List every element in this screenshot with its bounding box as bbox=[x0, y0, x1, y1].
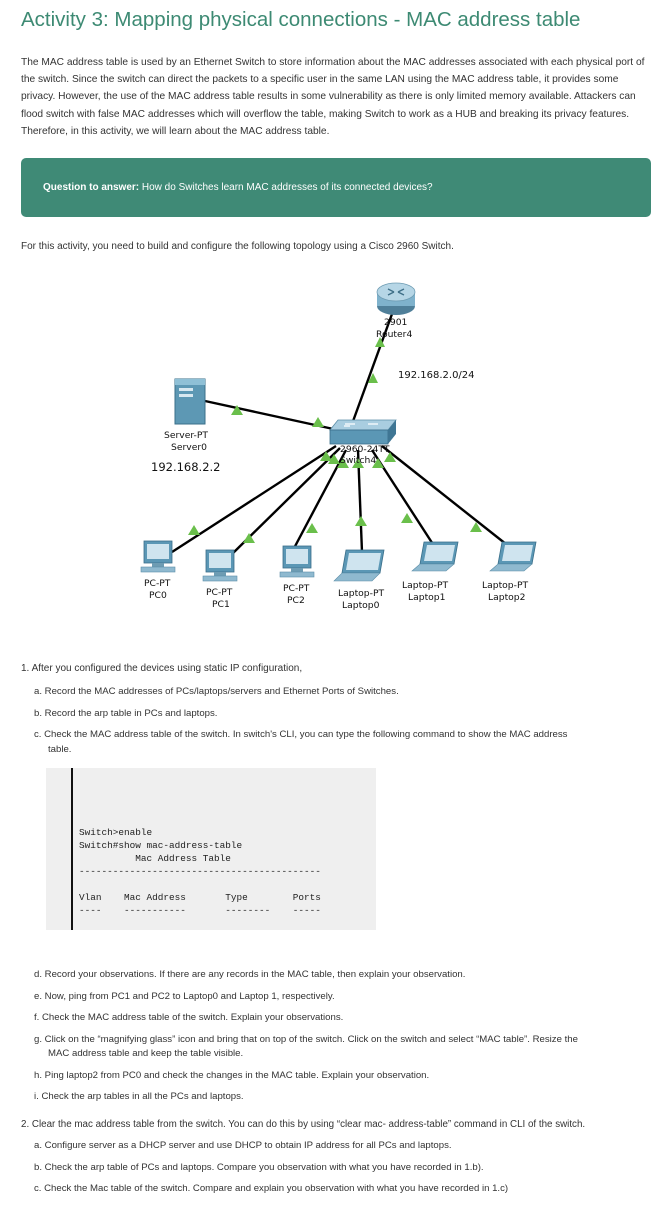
cli-code-text: Switch>enable Switch#show mac-address-ta… bbox=[79, 827, 321, 916]
link-up-icon bbox=[368, 373, 378, 383]
laptop2-name-label: Laptop2 bbox=[488, 592, 525, 603]
link-up-icon bbox=[337, 458, 349, 468]
server-type-label: Server-PT bbox=[164, 430, 208, 441]
link-up-icon bbox=[312, 417, 324, 427]
link-up-icon bbox=[352, 458, 364, 468]
switch-model-label: 2960-24TT bbox=[340, 444, 390, 455]
link-up-icon bbox=[231, 405, 243, 415]
server-icon[interactable] bbox=[174, 378, 206, 425]
laptop1-icon[interactable] bbox=[411, 541, 459, 572]
pc2-name-label: PC2 bbox=[287, 595, 305, 606]
link-up-icon bbox=[188, 525, 200, 535]
pc1-type-label: PC-PT bbox=[206, 587, 233, 598]
step1-b: b. Record the arp table in PCs and lapto… bbox=[34, 708, 218, 719]
question-body: How do Switches learn MAC addresses of i… bbox=[139, 182, 433, 193]
step1-g-line2: MAC address table and keep the table vis… bbox=[48, 1048, 244, 1059]
step2-c: c. Check the Mac table of the switch. Co… bbox=[34, 1183, 509, 1194]
cli-code-block: Switch>enable Switch#show mac-address-ta… bbox=[46, 768, 376, 930]
question-text: Question to answer: How do Switches lear… bbox=[43, 182, 433, 193]
link-up-icon bbox=[470, 522, 482, 532]
pc0-icon[interactable] bbox=[140, 540, 176, 573]
pc0-type-label: PC-PT bbox=[144, 578, 171, 589]
page-title: Activity 3: Mapping physical connections… bbox=[21, 8, 581, 31]
pc0-name-label: PC0 bbox=[149, 590, 167, 601]
link-up-icon bbox=[243, 533, 255, 543]
laptop1-type-label: Laptop-PT bbox=[402, 580, 448, 591]
laptop2-type-label: Laptop-PT bbox=[482, 580, 528, 591]
pc1-icon[interactable] bbox=[202, 549, 238, 582]
step1-f: f. Check the MAC address table of the sw… bbox=[34, 1012, 344, 1023]
pc1-name-label: PC1 bbox=[212, 599, 230, 610]
step1-a: a. Record the MAC addresses of PCs/lapto… bbox=[34, 686, 399, 697]
laptop2-icon[interactable] bbox=[489, 541, 537, 572]
step1-i: i. Check the arp tables in all the PCs a… bbox=[34, 1091, 244, 1102]
laptop1-name-label: Laptop1 bbox=[408, 592, 445, 603]
step2-heading: 2. Clear the mac address table from the … bbox=[21, 1119, 586, 1130]
step2-b: b. Check the arp table of PCs and laptop… bbox=[34, 1162, 484, 1173]
switch-icon[interactable] bbox=[329, 419, 397, 445]
network-topology-diagram: 2901 Router4 192.168.2.0/24 Server-PT Se… bbox=[140, 282, 537, 611]
question-label: Question to answer: bbox=[43, 182, 140, 193]
router-icon[interactable] bbox=[376, 282, 416, 315]
laptop0-icon[interactable] bbox=[333, 549, 385, 582]
question-box: Question to answer: How do Switches lear… bbox=[21, 158, 651, 217]
link-router-switch bbox=[350, 313, 394, 425]
link-up-icon bbox=[306, 523, 318, 533]
link-pc2-switch bbox=[290, 449, 348, 553]
link-up-icon bbox=[384, 452, 396, 462]
pc2-icon[interactable] bbox=[279, 545, 315, 578]
router-model-label: 2901 bbox=[384, 317, 407, 328]
server-ip-label: 192.168.2.2 bbox=[151, 460, 221, 474]
laptop0-name-label: Laptop0 bbox=[342, 600, 380, 611]
step1-h: h. Ping laptop2 from PC0 and check the c… bbox=[34, 1070, 430, 1081]
link-up-icon bbox=[355, 516, 367, 526]
step1-c-line2: table. bbox=[48, 744, 72, 755]
intro-paragraph: The MAC address table is used by an Ethe… bbox=[21, 57, 645, 137]
link-up-icon bbox=[401, 513, 413, 523]
link-up-icon bbox=[320, 451, 332, 461]
step2-a: a. Configure server as a DHCP server and… bbox=[34, 1140, 452, 1151]
server-name-label: Server0 bbox=[171, 442, 207, 453]
pc2-type-label: PC-PT bbox=[283, 583, 310, 594]
network-address-label: 192.168.2.0/24 bbox=[398, 370, 475, 381]
link-up-icon bbox=[328, 454, 340, 464]
build-instructions: For this activity, you need to build and… bbox=[21, 241, 454, 252]
step1-c-line1: c. Check the MAC address table of the sw… bbox=[34, 729, 568, 740]
switch-name-label: Switch4 bbox=[340, 455, 376, 466]
step1-d: d. Record your observations. If there ar… bbox=[34, 969, 466, 980]
router-name-label: Router4 bbox=[376, 329, 412, 340]
laptop0-type-label: Laptop-PT bbox=[338, 588, 384, 599]
step1-heading: 1. After you configured the devices usin… bbox=[21, 663, 303, 674]
code-block-bar bbox=[71, 768, 73, 930]
step1-g-line1: g. Click on the “magnifying glass” icon … bbox=[34, 1034, 578, 1045]
link-status-indicators bbox=[188, 337, 482, 543]
link-up-icon bbox=[372, 458, 384, 468]
link-laptop2-switch bbox=[381, 445, 517, 553]
step1-e: e. Now, ping from PC1 and PC2 to Laptop0… bbox=[34, 991, 335, 1002]
link-up-icon bbox=[375, 337, 385, 347]
